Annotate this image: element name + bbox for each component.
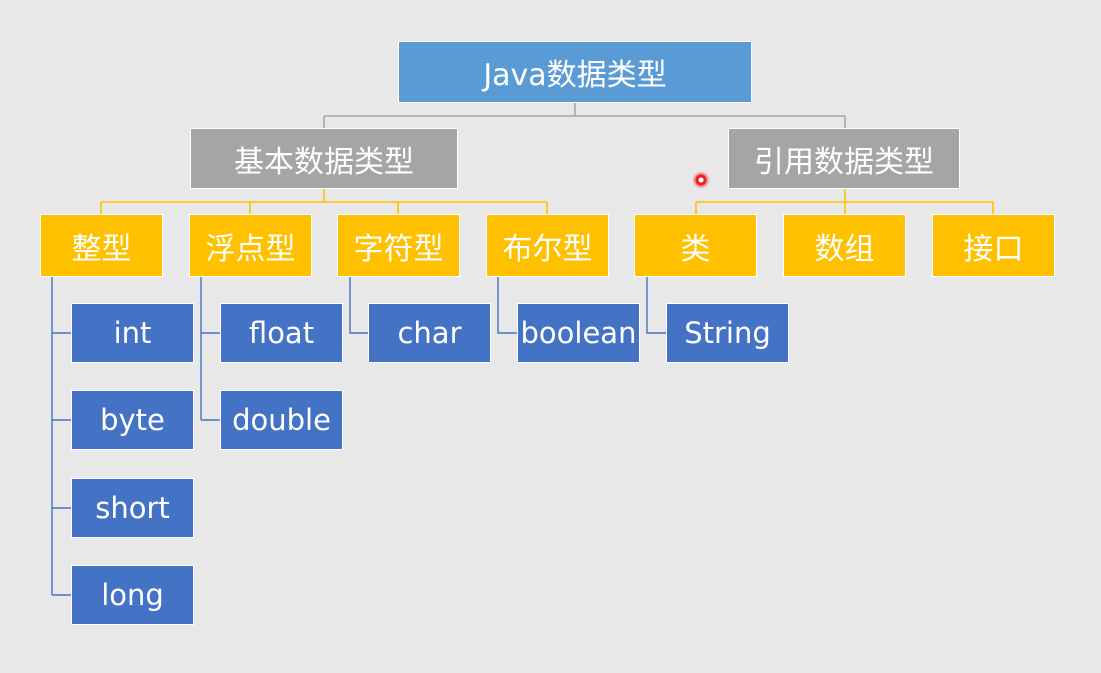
basic-category-connectors	[100, 189, 548, 214]
floating-leaf-lines	[200, 277, 220, 421]
leaf-connectors	[51, 277, 666, 596]
type-double-node: double	[220, 390, 343, 450]
pointer-highlight-icon	[692, 171, 710, 189]
interface-category-node: 接口	[932, 214, 1055, 277]
class-leaf-lines	[646, 277, 666, 334]
class-category-node: 类	[634, 214, 757, 277]
type-byte-node: byte	[71, 390, 194, 450]
type-char-node: char	[368, 303, 491, 363]
reference-category-connectors	[695, 189, 994, 214]
reference-types-node: 引用数据类型	[728, 128, 960, 189]
floating-point-category-node: 浮点型	[189, 214, 312, 277]
integer-leaf-lines	[51, 277, 71, 596]
boolean-leaf-lines	[497, 277, 517, 334]
root-connectors	[323, 103, 846, 128]
character-leaf-lines	[349, 277, 368, 334]
character-category-node: 字符型	[337, 214, 460, 277]
type-int-node: int	[71, 303, 194, 363]
type-float-node: float	[220, 303, 343, 363]
integer-category-node: 整型	[40, 214, 163, 277]
array-category-node: 数组	[783, 214, 906, 277]
type-short-node: short	[71, 478, 194, 538]
type-long-node: long	[71, 565, 194, 625]
boolean-category-node: 布尔型	[486, 214, 609, 277]
type-boolean-node: boolean	[517, 303, 640, 363]
type-string-node: String	[666, 303, 789, 363]
primitive-types-node: 基本数据类型	[190, 128, 458, 189]
java-data-types-node: Java数据类型	[398, 41, 752, 103]
